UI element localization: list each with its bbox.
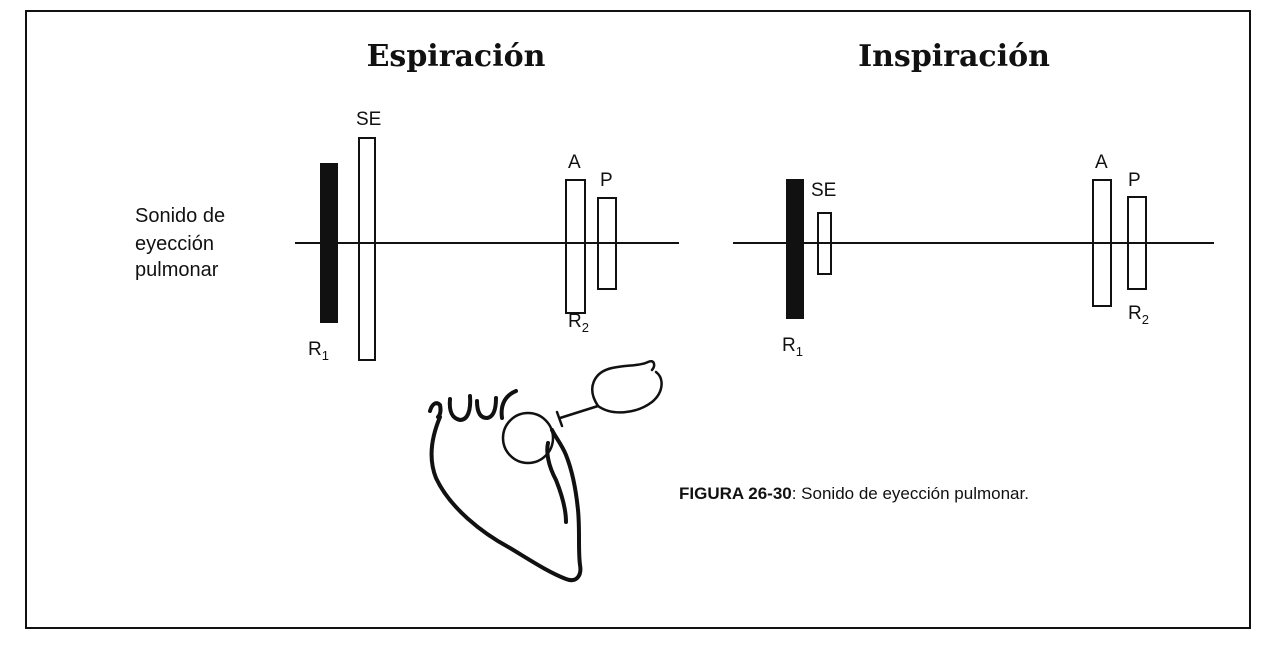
heart-illustration xyxy=(428,389,583,583)
side-label-line-2: eyección xyxy=(135,233,214,255)
figure-frame xyxy=(25,10,1251,629)
title-espiracion: Espiración xyxy=(367,39,546,74)
title-inspiracion: Inspiración xyxy=(858,39,1050,74)
a-bar-espiracion xyxy=(565,179,586,314)
stethoscope-icon xyxy=(555,360,663,428)
p-bar-espiracion xyxy=(597,197,617,290)
caption-text: : Sonido de eyección pulmonar. xyxy=(792,484,1029,503)
label-r2-inspiracion: R2 xyxy=(1128,303,1149,327)
side-label-line-3: pulmonar xyxy=(135,259,219,281)
p-bar-inspiracion xyxy=(1127,196,1147,290)
heart-vessel-2 xyxy=(447,394,473,422)
stethoscope-stem xyxy=(558,404,600,420)
label-a-espiracion: A xyxy=(568,152,581,173)
se-bar-inspiracion xyxy=(817,212,832,275)
label-r1-inspiracion: R1 xyxy=(782,335,803,359)
label-p-inspiracion: P xyxy=(1128,170,1141,191)
label-se-espiracion: SE xyxy=(356,109,381,130)
heart-inner-line xyxy=(545,441,568,524)
heart-vessel-3 xyxy=(475,396,498,420)
se-bar-espiracion xyxy=(358,137,376,361)
label-r1-espiracion: R1 xyxy=(308,339,329,363)
a-bar-inspiracion xyxy=(1092,179,1112,307)
label-r2-espiracion: R2 xyxy=(568,311,589,335)
stethoscope-tube-upper xyxy=(591,360,656,408)
label-se-inspiracion: SE xyxy=(811,180,836,201)
heart-vessel-1 xyxy=(428,401,443,419)
r1-bar-inspiracion xyxy=(786,179,804,319)
stethoscope-tube-lower xyxy=(596,370,663,414)
heart-outline xyxy=(429,415,583,583)
r1-bar-espiracion xyxy=(320,163,338,323)
heart-vessel-4 xyxy=(499,389,518,420)
figure-caption: FIGURA 26-30: Sonido de eyección pulmona… xyxy=(679,484,1029,503)
stethoscope-chestpiece xyxy=(555,410,564,428)
label-p-espiracion: P xyxy=(600,170,613,191)
caption-label: FIGURA 26-30 xyxy=(679,484,792,503)
auscultation-area xyxy=(501,411,555,465)
label-a-inspiracion: A xyxy=(1095,152,1108,173)
side-label-line-1: Sonido de xyxy=(135,205,225,227)
